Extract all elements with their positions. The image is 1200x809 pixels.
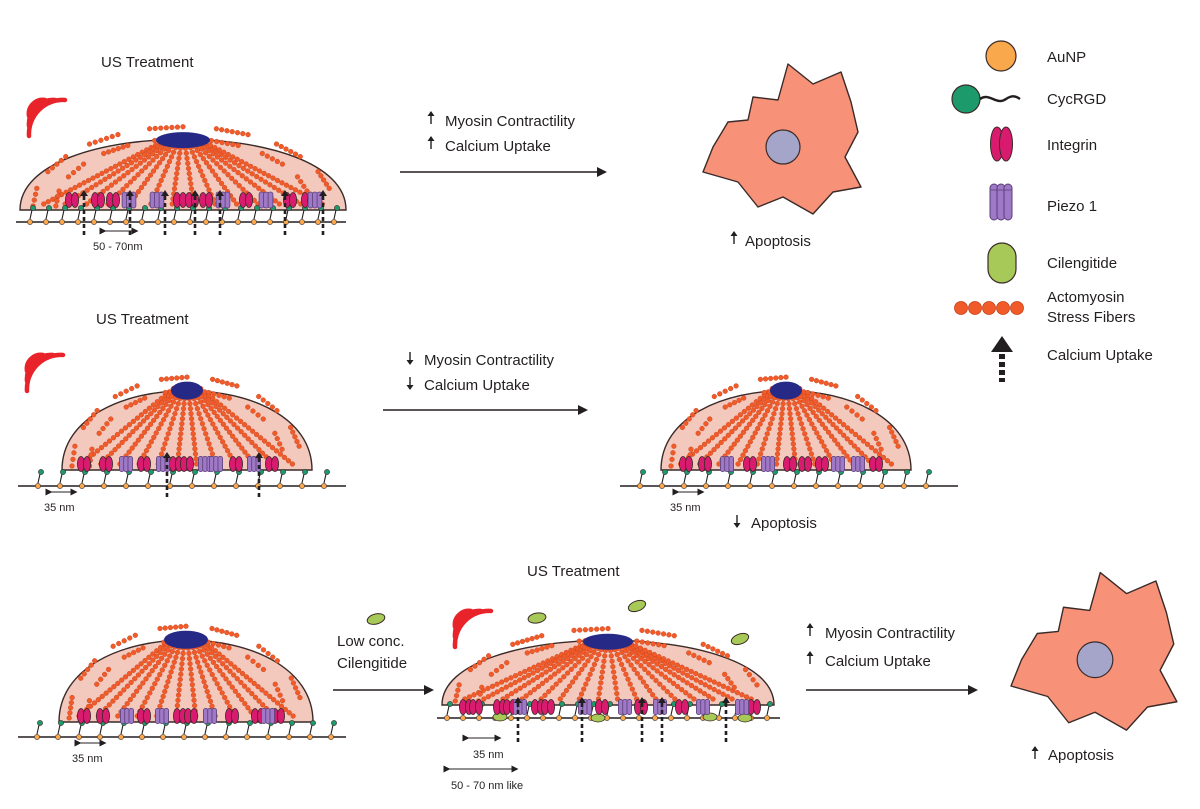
row2-effect-2: Calcium Uptake xyxy=(424,377,530,394)
row3-result-up-arrow-icon xyxy=(1031,746,1039,759)
row2-ligands-left xyxy=(35,469,330,489)
row1-membrane-proteins xyxy=(65,191,323,209)
row3-cell-before xyxy=(58,623,314,723)
row3-up-arrow-icons xyxy=(806,623,814,664)
row3-us-waves-icon xyxy=(452,608,494,650)
row1-us-label: US Treatment xyxy=(101,54,194,71)
cilengitide-molecule xyxy=(730,632,750,646)
row3-spacing-left: 35 nm xyxy=(72,753,103,765)
row1-effects: Myosin Contractility Calcium Uptake xyxy=(427,111,576,155)
cilengitide-icon xyxy=(987,242,1017,284)
legend-integrin: Integrin xyxy=(1047,137,1097,154)
row3-effect-2: Calcium Uptake xyxy=(825,653,931,670)
row2-spacing-left: 35 nm xyxy=(44,502,75,514)
row2-proteins-right xyxy=(679,455,884,472)
row3-spacing-mid-2: 50 - 70 nm like xyxy=(451,780,523,792)
cilengitide-molecule xyxy=(366,613,386,625)
cilengitide-molecule xyxy=(702,712,718,722)
row3-spacing-mid-1: 35 nm xyxy=(473,749,504,761)
row2-us-waves-icon xyxy=(24,352,66,394)
integrin-icon xyxy=(990,126,1013,162)
row3-apoptotic-cell xyxy=(1010,571,1178,731)
row2-spacing-right: 35 nm xyxy=(670,502,701,514)
row1-result-up-arrow-icon xyxy=(730,231,738,244)
legend-stress-fibers: Actomyosin Stress Fibers xyxy=(1047,289,1135,326)
aunp-icon xyxy=(985,40,1017,72)
row2-down-arrow-icons xyxy=(406,352,414,390)
row1-effect-2: Calcium Uptake xyxy=(445,138,551,155)
us-wave-arc xyxy=(24,352,66,394)
nucleus xyxy=(583,633,633,650)
cilengitide-molecule xyxy=(737,713,753,723)
row3-result: Apoptosis xyxy=(1048,747,1114,764)
legend-piezo1: Piezo 1 xyxy=(1047,198,1097,215)
row2-result: Apoptosis xyxy=(751,515,817,532)
stress-fiber-icon xyxy=(954,301,1024,315)
row1-result: Apoptosis xyxy=(745,233,811,250)
cilengitide-molecule xyxy=(527,612,547,624)
us-wave-arc xyxy=(452,608,494,650)
calcium-uptake-icon xyxy=(991,336,1013,382)
row2-proteins-left xyxy=(77,455,279,472)
nucleus xyxy=(164,630,208,649)
legend-cycrgd: CycRGD xyxy=(1047,91,1106,108)
row2-us-label: US Treatment xyxy=(96,311,189,328)
row1-us-waves-icon xyxy=(26,97,68,139)
row3-cell-treated xyxy=(441,625,775,706)
row3-proteins-left xyxy=(77,708,285,725)
apoptotic-nucleus xyxy=(765,129,801,165)
piezo1-icon xyxy=(989,183,1013,221)
nucleus xyxy=(156,132,210,149)
legend-aunp: AuNP xyxy=(1047,49,1086,66)
row2-cell-after xyxy=(660,374,912,471)
legend: AuNP CycRGD Integrin Piezo 1 Cilengitide… xyxy=(951,40,1153,382)
row1-up-arrow-icons xyxy=(427,111,435,149)
row3-effect-1: Myosin Contractility xyxy=(825,625,956,642)
legend-calcium-uptake: Calcium Uptake xyxy=(1047,347,1153,364)
row3-us-label: US Treatment xyxy=(527,563,620,580)
cycrgd-icon xyxy=(951,84,1021,114)
legend-stress-fibers-line-1: Actomyosin xyxy=(1047,289,1125,306)
apoptotic-nucleus xyxy=(1076,641,1114,679)
row3-treatment-line-2: Cilengitide xyxy=(337,655,407,672)
row2-cell-before xyxy=(61,374,313,471)
row1-apoptotic-cell xyxy=(702,63,862,215)
row3-treatment-line-1: Low conc. xyxy=(337,633,405,650)
cilengitide-molecule xyxy=(590,713,606,723)
nucleus xyxy=(770,381,802,400)
cilengitide-molecule xyxy=(627,599,647,613)
row3-calcium-arrows xyxy=(514,697,730,745)
legend-cilengitide: Cilengitide xyxy=(1047,255,1117,272)
row2-effects: Myosin Contractility Calcium Uptake xyxy=(406,352,555,394)
legend-stress-fibers-line-2: Stress Fibers xyxy=(1047,309,1135,326)
row1-effect-1: Myosin Contractility xyxy=(445,113,576,130)
row1-spacing-label: 50 - 70nm xyxy=(93,241,143,253)
us-wave-arc xyxy=(26,97,68,139)
row3-effects: Myosin Contractility Calcium Uptake xyxy=(806,623,956,670)
row2-result-down-arrow-icon xyxy=(733,515,741,528)
cilengitide-molecule xyxy=(492,712,508,722)
row2-effect-1: Myosin Contractility xyxy=(424,352,555,369)
nucleus xyxy=(171,381,203,400)
row2-calcium-arrows xyxy=(163,452,263,500)
